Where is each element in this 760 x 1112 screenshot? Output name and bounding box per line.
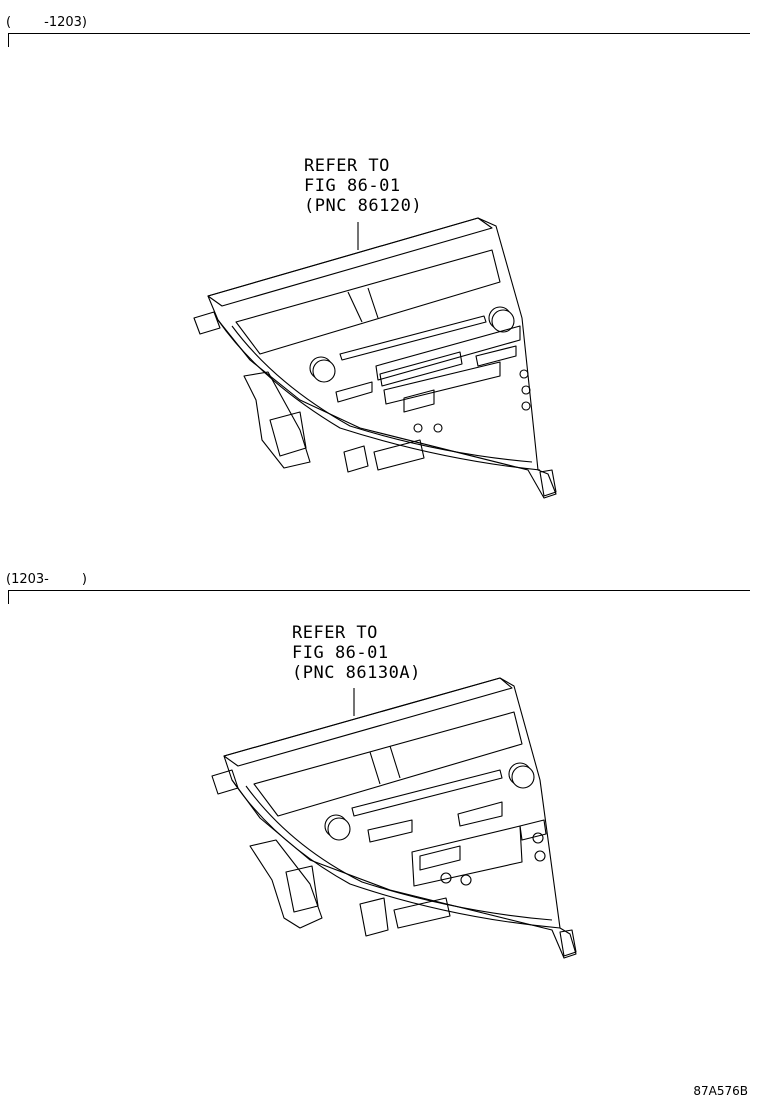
section-2-callout: REFER TO FIG 86-01 (PNC 86130A) [292, 623, 421, 683]
callout-line-3: (PNC 86130A) [292, 663, 421, 683]
callout-line-2: FIG 86-01 [292, 643, 389, 663]
illustration-code: 87A576B [693, 1084, 748, 1098]
section-1-callout: REFER TO FIG 86-01 (PNC 86120) [304, 156, 422, 216]
callout-line-3: (PNC 86120) [304, 196, 423, 216]
section-1-divider [8, 33, 750, 34]
callout-line-1: REFER TO [304, 156, 390, 176]
section-2-divider [8, 590, 750, 591]
section-1-divider-tick [8, 33, 9, 47]
section-2-range-label: (1203- ) [6, 572, 87, 587]
callout-line-2: FIG 86-01 [304, 176, 401, 196]
section-1-range-label: ( -1203) [6, 15, 87, 30]
audio-panel-drawing-1 [193, 217, 557, 499]
audio-panel-drawing-2 [211, 677, 577, 959]
section-2-divider-tick [8, 590, 9, 604]
callout-line-1: REFER TO [292, 623, 378, 643]
